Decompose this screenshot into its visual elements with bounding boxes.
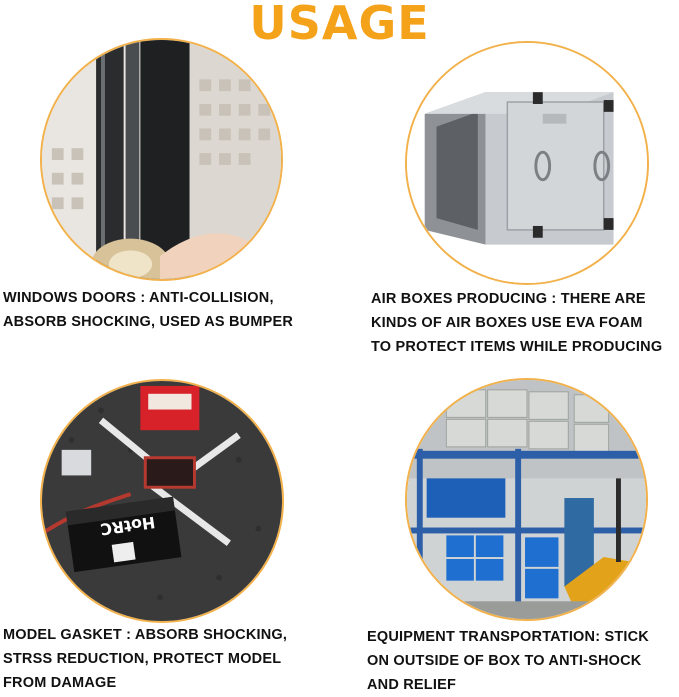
warehouse-photo-icon [407, 380, 646, 619]
caption-model-gasket: MODEL GASKET : ABSORB SHOCKING, STRSS RE… [3, 627, 288, 691]
warehouse-image [405, 378, 648, 621]
drone-model-photo-icon: HotRC [42, 381, 282, 621]
window-door-image [40, 38, 283, 281]
model-gasket-image: HotRC [40, 379, 284, 623]
window-door-photo-icon [42, 40, 281, 279]
air-box-photo-icon [407, 43, 647, 283]
air-box-image [405, 41, 649, 285]
page-title: USAGE [249, 0, 430, 50]
caption-windows-doors: WINDOWS DOORS : ANTI-COLLISION, ABSORB S… [3, 290, 294, 330]
caption-air-boxes: AIR BOXES PRODUCING : THERE ARE KINDS OF… [371, 291, 663, 355]
caption-equipment-transportation: EQUIPMENT TRANSPORTATION: STICK ON OUTSI… [367, 629, 649, 693]
